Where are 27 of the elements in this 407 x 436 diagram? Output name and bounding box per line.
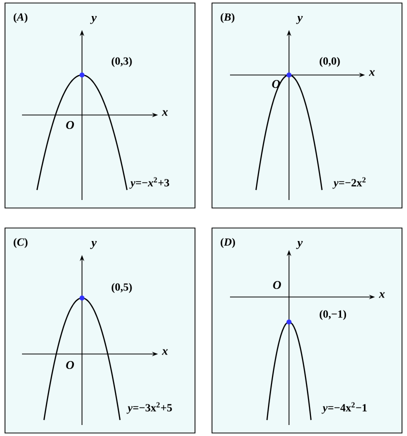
origin-label: O	[66, 360, 74, 370]
axis-label: y	[296, 240, 303, 250]
axis-label: x	[162, 349, 168, 355]
panel-label: (C)	[14, 238, 28, 248]
panel-label: (D)	[220, 238, 235, 248]
origin-label: O	[66, 120, 74, 130]
panel-label: (B)	[220, 13, 234, 23]
panel-label: (A)	[14, 13, 28, 23]
graph-panel	[4, 228, 196, 434]
equation: y=−x$^{2}$+3	[129, 177, 170, 189]
axis-label: x	[162, 110, 168, 116]
graph-panel	[212, 228, 402, 434]
equation: y=−3x$^{2}$+5	[126, 402, 172, 414]
vertex-label: (0,5)	[112, 283, 132, 293]
axis-label: x	[368, 70, 375, 76]
equation: y=−2x$^{2}$	[332, 177, 366, 189]
axis-label: x	[378, 292, 385, 298]
graph-panel	[4, 2, 196, 208]
axis-label: y	[296, 16, 303, 24]
origin-label: O	[273, 280, 281, 290]
vertex-label: (0,−1)	[320, 310, 346, 320]
vertex-label: (0,3)	[112, 57, 132, 67]
equation: y=−4x$^{2}$−1	[322, 402, 367, 414]
axis-label: y	[90, 16, 97, 24]
axis-label: y	[90, 240, 97, 250]
vertex-label: (0,0)	[320, 57, 340, 67]
graph-panel	[212, 2, 402, 208]
